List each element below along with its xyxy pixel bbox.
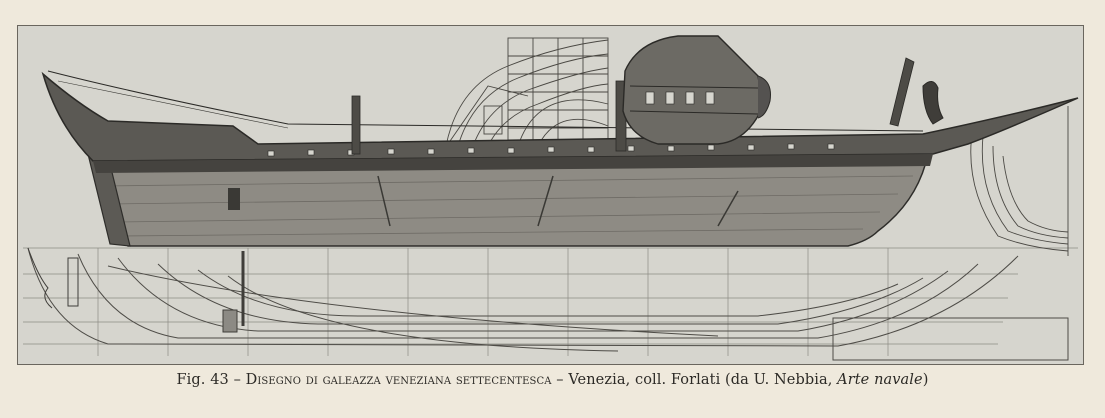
- caption-closing: ): [922, 372, 929, 388]
- bow-figurehead: [922, 81, 944, 125]
- right-frame-box: [832, 317, 1069, 361]
- figure-label: Fig. 43: [176, 372, 229, 388]
- body-plan-sections: [445, 37, 609, 147]
- figure-caption: Fig. 43 – Disegno di galeazza veneziana …: [0, 372, 1105, 388]
- figure-title: Disegno di galeazza veneziana settecente…: [245, 372, 552, 388]
- caption-dash: –: [228, 372, 246, 388]
- figure-location: Venezia, coll. Forlati (da U. Nebbia,: [568, 372, 838, 388]
- galleass-drawing: [18, 26, 1083, 364]
- hull-plan: [27, 247, 1019, 352]
- masts: [351, 57, 915, 155]
- gunports: [267, 143, 835, 157]
- hull: [41, 70, 1079, 247]
- stern-plan-detail: [27, 247, 245, 333]
- caption-dash: –: [551, 372, 569, 388]
- stern-view: [622, 35, 771, 145]
- bow-section-drawing: [970, 106, 1069, 256]
- figure-plate: [17, 25, 1084, 365]
- figure-source-title: Arte navale: [837, 372, 923, 388]
